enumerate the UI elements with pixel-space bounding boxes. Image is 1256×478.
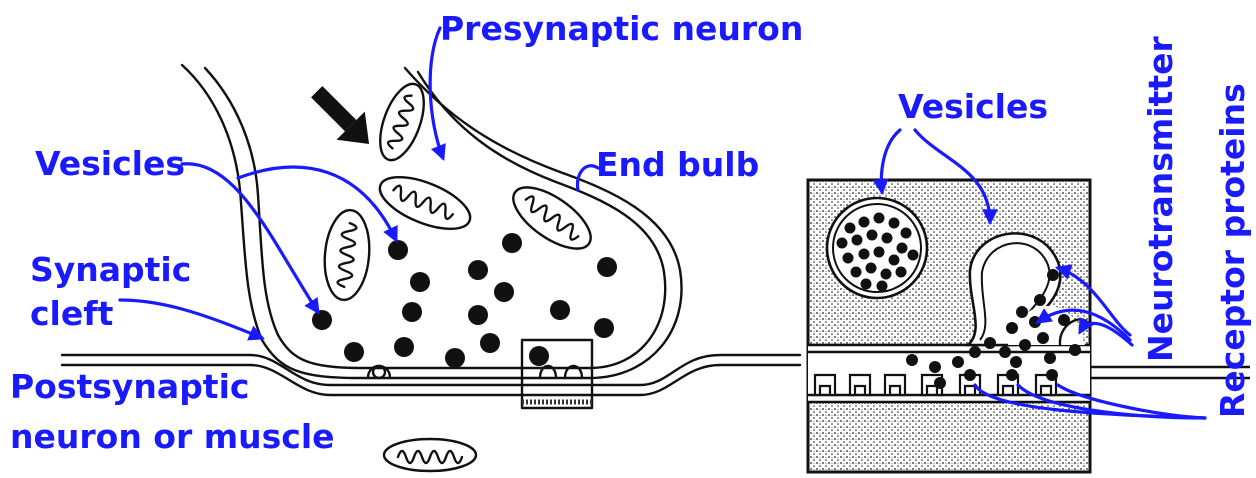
label-vesicles-left: Vesicles [35,144,185,183]
mitochondrion-1 [371,78,432,165]
label-end-bulb: End bulb [596,145,759,184]
label-presynaptic-neuron: Presynaptic neuron [440,9,803,48]
arrow-synaptic-cleft [120,300,262,338]
right-synapse-magnified [808,180,1250,472]
arrow-vesicles-left-b [238,167,396,240]
arrow-vesicles-left-a [182,164,318,312]
mitochondrion-3 [321,208,373,301]
vesicle-full [827,198,927,298]
label-receptor-proteins: Receptor proteins [1213,83,1252,418]
black-arrow-icon [303,78,384,159]
label-vesicles-right: Vesicles [898,87,1048,126]
label-postsynaptic-1: Postsynaptic [10,367,249,406]
label-synaptic-cleft-2: cleft [30,294,114,333]
label-postsynaptic-2: neuron or muscle [10,417,335,456]
vesicles-left [312,233,617,368]
zoom-box [522,340,592,408]
label-neurotransmitter: Neurotransmitter [1141,35,1180,362]
mitochondrion-5 [384,439,476,471]
label-synaptic-cleft-1: Synaptic [30,250,191,289]
